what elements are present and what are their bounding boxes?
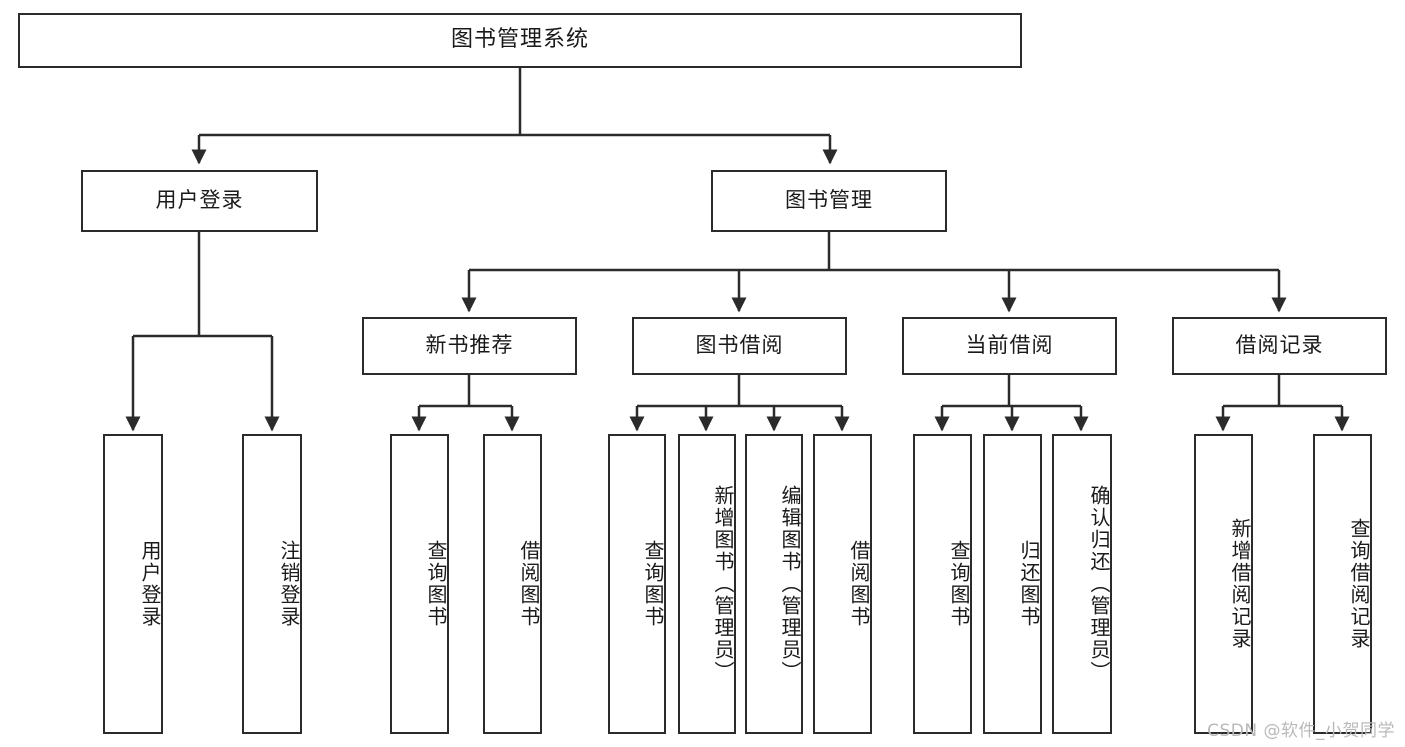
leaf-query-book-3-label: 查询图书 [947, 540, 971, 628]
leaf-add-book-admin[interactable]: 新增图书（管理员） [678, 434, 736, 734]
leaf-add-borrow-record-label: 新增借阅记录 [1228, 518, 1252, 650]
leaf-query-borrow-record[interactable]: 查询借阅记录 [1313, 434, 1372, 734]
node-book-borrow-label: 图书借阅 [695, 333, 784, 358]
leaf-edit-book-admin[interactable]: 编辑图书（管理员） [745, 434, 803, 734]
leaf-borrow-book-1[interactable]: 借阅图书 [483, 434, 542, 734]
node-current-borrow[interactable]: 当前借阅 [902, 317, 1117, 375]
leaf-logout-login[interactable]: 注销登录 [242, 434, 302, 734]
leaf-borrow-book-1-label: 借阅图书 [517, 540, 541, 628]
leaf-borrow-book-2-label: 借阅图书 [847, 540, 871, 628]
node-new-book-recommend[interactable]: 新书推荐 [362, 317, 577, 375]
leaf-add-borrow-record[interactable]: 新增借阅记录 [1194, 434, 1253, 734]
leaf-query-book-2[interactable]: 查询图书 [608, 434, 666, 734]
node-root-label: 图书管理系统 [450, 27, 589, 53]
leaf-edit-book-admin-label: 编辑图书（管理员） [778, 485, 802, 683]
leaf-logout-login-label: 注销登录 [277, 540, 301, 628]
leaf-query-book-3[interactable]: 查询图书 [913, 434, 972, 734]
node-root[interactable]: 图书管理系统 [18, 13, 1022, 68]
leaf-user-login[interactable]: 用户登录 [103, 434, 163, 734]
leaf-query-borrow-record-label: 查询借阅记录 [1347, 518, 1371, 650]
node-new-book-recommend-label: 新书推荐 [425, 333, 514, 358]
leaf-query-book-1-label: 查询图书 [424, 540, 448, 628]
node-book-manage-label: 图书管理 [785, 188, 873, 213]
node-borrow-record-label: 借阅记录 [1235, 333, 1324, 358]
node-current-borrow-label: 当前借阅 [965, 333, 1054, 358]
leaf-add-book-admin-label: 新增图书（管理员） [711, 485, 735, 683]
node-book-borrow[interactable]: 图书借阅 [632, 317, 847, 375]
node-borrow-record[interactable]: 借阅记录 [1172, 317, 1387, 375]
leaf-user-login-label: 用户登录 [138, 540, 162, 628]
leaf-return-book[interactable]: 归还图书 [983, 434, 1042, 734]
leaf-query-book-2-label: 查询图书 [641, 540, 665, 628]
node-user-login[interactable]: 用户登录 [81, 170, 318, 232]
leaf-borrow-book-2[interactable]: 借阅图书 [813, 434, 872, 734]
leaf-query-book-1[interactable]: 查询图书 [390, 434, 449, 734]
watermark: CSDN @软件_小贺同学 [1207, 721, 1395, 741]
leaf-return-book-label: 归还图书 [1017, 540, 1041, 628]
leaf-confirm-return-admin-label: 确认归还（管理员） [1087, 485, 1111, 683]
leaf-confirm-return-admin[interactable]: 确认归还（管理员） [1052, 434, 1112, 734]
node-user-login-label: 用户登录 [155, 188, 244, 213]
node-book-manage[interactable]: 图书管理 [711, 170, 947, 232]
